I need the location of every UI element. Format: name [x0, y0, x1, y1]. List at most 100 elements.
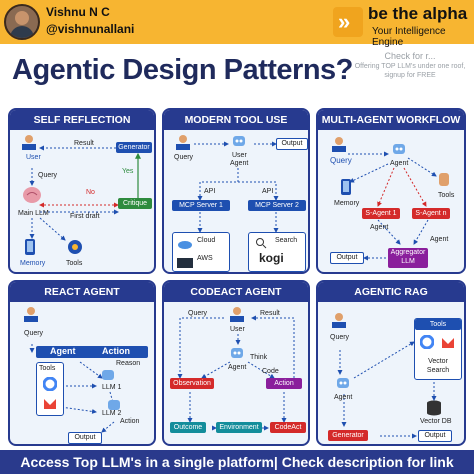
kogi-label: kogi [259, 251, 284, 265]
main-llm-label: Main LLM [18, 210, 49, 217]
modern-tool-arrows [194, 141, 279, 233]
tools-card: Tools Vector Search [414, 318, 462, 380]
observation-box: Observation [170, 378, 214, 389]
mcp-server-1-box: MCP Server 1 [172, 200, 230, 211]
query-label: Query [330, 156, 352, 165]
promo-line2: Offering TOP LLM's under one roof, signu… [354, 63, 466, 79]
panel-title: CODEACT AGENT [164, 282, 308, 302]
author-avatar [4, 4, 40, 40]
action-box: Action [266, 378, 302, 389]
panel-title: SELF REFLECTION [10, 110, 154, 130]
agent-label: Agent [334, 394, 353, 401]
tools-gear-icon [66, 238, 84, 256]
panel-agentic-rag: AGENTIC RAG Query Tools Vector Search Ag… [316, 280, 466, 446]
panel-title: REACT AGENT [10, 282, 154, 302]
cloud-icon [177, 236, 193, 249]
tools-label: Tools [66, 260, 83, 267]
critique-box: Critique [118, 198, 152, 209]
api-label-1: API [204, 188, 216, 195]
user-label: User [232, 152, 247, 159]
query-label: Query [24, 330, 44, 337]
llm2-label: LLM 2 [102, 410, 122, 417]
agent-robot-icon [334, 374, 352, 392]
vector-search-label: Vector Search [426, 358, 450, 374]
mcp-server-2-box: MCP Server 2 [248, 200, 306, 211]
gmail-icon [43, 397, 57, 409]
generator-box: Generator [328, 430, 368, 441]
multi-agent-arrows [348, 151, 437, 261]
cloud-label: Cloud [197, 237, 216, 244]
brand-name: be the alpha [368, 4, 468, 23]
search-card: Search kogi [248, 232, 306, 272]
agent-label-2: Agent [430, 236, 449, 243]
action-header-label: Action [102, 346, 130, 356]
promo-note: Check for r... Offering TOP LLM's under … [350, 52, 470, 80]
self-reflection-arrows [29, 145, 141, 241]
tools-header: Tools [415, 319, 461, 330]
codeact-box: CodeAct [270, 422, 306, 433]
google-icon [419, 334, 435, 350]
memory-label: Memory [334, 200, 360, 207]
panel-title: MULTI-AGENT WORKFLOW [318, 110, 464, 130]
agent-header-label: Agent [50, 346, 76, 356]
panel-modern-tool-use: MODERN TOOL USE Query User Agent Output … [162, 108, 310, 274]
main-llm-brain-icon [22, 186, 42, 204]
agent-label-1: Agent [370, 224, 389, 231]
author-handle: @vishnunallani [46, 22, 135, 36]
author-name: Vishnu N C [46, 5, 110, 19]
user-laptop-icon [22, 306, 40, 322]
query-label: Query [188, 310, 208, 317]
agent-robot-icon [228, 344, 246, 362]
brand-tagline: Your Intelligence Engine [372, 26, 446, 48]
code-label: Code [262, 368, 279, 375]
panel-multi-agent: MULTI-AGENT WORKFLOW Query Agent Tools M… [316, 108, 466, 274]
output-box: Output [330, 252, 364, 264]
panel-title: AGENTIC RAG [318, 282, 464, 302]
panel-codeact-agent: CODEACT AGENT Query User Result Agent Th… [162, 280, 310, 446]
aws-label: AWS [197, 255, 213, 262]
yes-label: Yes [122, 168, 134, 175]
footer-banner[interactable]: Access Top LLM's in a single platform| C… [0, 450, 474, 474]
output-box: Output [68, 432, 102, 444]
cloud-card: Cloud AWS [172, 232, 230, 272]
query-label: Query [174, 154, 194, 161]
user-laptop-icon [330, 136, 348, 152]
query-label: Query [330, 334, 350, 341]
user-laptop-icon [330, 312, 348, 328]
api-label-2: API [262, 188, 274, 195]
environment-box: Environment [216, 422, 262, 433]
agent-label: Agent [228, 364, 247, 371]
search-label: Search [275, 237, 298, 244]
agent-label: Agent [390, 160, 409, 167]
s-agent-n-box: S-Agent n [412, 208, 450, 219]
panel-react-agent: REACT AGENT Query Agent Action Tools Rea… [8, 280, 156, 446]
output-box: Output [276, 138, 308, 150]
memory-label: Memory [20, 260, 46, 267]
user-laptop-icon [174, 134, 192, 150]
result-label: Result [260, 310, 280, 317]
promo-line1: Check for r... [384, 51, 436, 61]
query-label: Query [38, 172, 58, 179]
user-laptop-icon [228, 306, 246, 322]
user-label: User [230, 326, 245, 333]
tools-label: Tools [39, 365, 56, 372]
no-label: No [86, 189, 95, 196]
memory-phone-icon [340, 178, 352, 196]
vector-db-icon [426, 400, 442, 416]
llm2-robot-icon [106, 398, 122, 412]
first-draft-label: First draft [70, 213, 100, 220]
vector-db-label: Vector DB [420, 418, 452, 425]
outcome-box: Outcome [170, 422, 206, 433]
s-agent-1-box: S-Agent 1 [362, 208, 400, 219]
agent-robot-icon [390, 140, 408, 158]
aws-icon [177, 255, 193, 268]
header-bar: Vishnu N C @vishnunallani » be the alpha… [0, 0, 474, 48]
search-icon [255, 236, 267, 249]
gmail-icon [441, 336, 455, 348]
user-laptop-icon [20, 134, 38, 150]
llm1-label: LLM 1 [102, 384, 122, 391]
reason-label: Reason [116, 360, 141, 367]
think-label: Think [250, 354, 268, 361]
llm1-robot-icon [100, 368, 116, 382]
output-box: Output [418, 430, 452, 442]
